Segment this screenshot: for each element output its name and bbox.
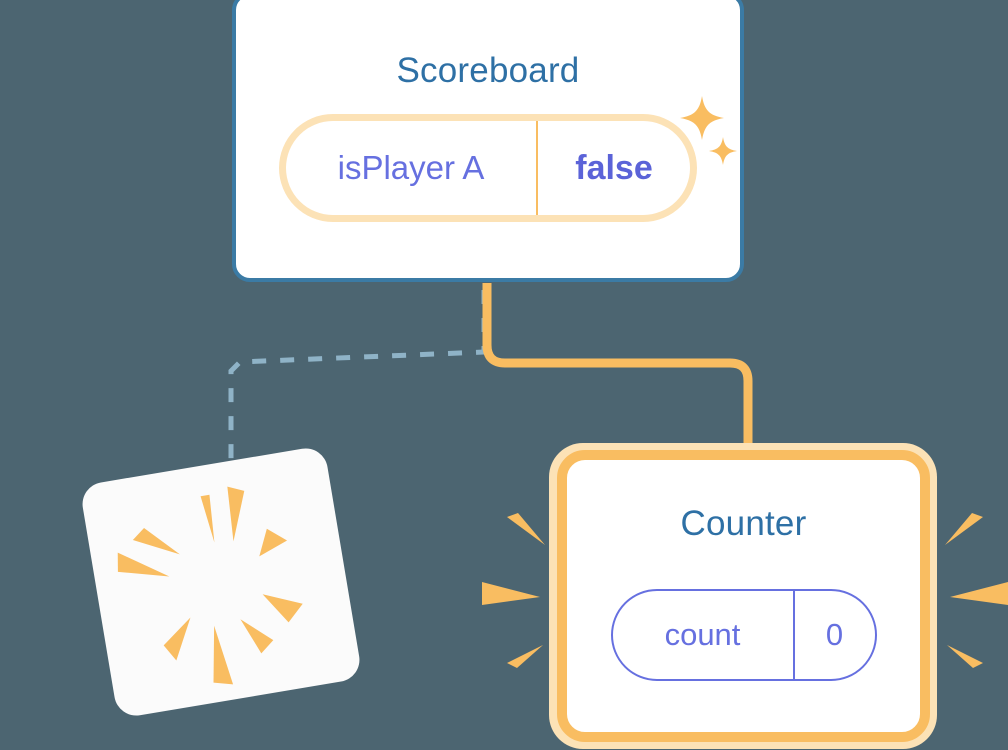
counter-burst-rays-right <box>945 513 1008 668</box>
burst-ray <box>950 582 1008 605</box>
sparkle-star-small-icon <box>709 137 737 165</box>
pill-divider <box>536 121 538 215</box>
burst-ray <box>507 513 545 545</box>
burst-ray <box>117 552 170 577</box>
counter-card[interactable]: Counter count 0 <box>557 450 930 742</box>
burst-card-rays <box>117 486 303 685</box>
burst-ray <box>947 645 983 668</box>
burst-ray <box>132 527 180 555</box>
scoreboard-pill-key: isPlayer A <box>337 149 485 186</box>
counter-burst-rays-left <box>482 513 545 668</box>
scoreboard-card[interactable]: Scoreboard isPlayer A false <box>232 0 744 282</box>
burst-ray <box>259 528 288 557</box>
burst-ray <box>163 617 191 661</box>
burst-ray <box>507 645 543 668</box>
burst-ray <box>213 625 234 685</box>
burst-ray <box>945 513 983 545</box>
connector-scoreboard-to-counter <box>482 283 753 455</box>
burst-card[interactable] <box>79 445 363 719</box>
scoreboard-pill-value: false <box>575 148 653 187</box>
burst-ray <box>262 594 303 623</box>
burst-ray <box>240 619 274 654</box>
counter-pill-key: count <box>664 617 741 652</box>
burst-ray <box>482 582 540 605</box>
pill-divider <box>792 591 795 679</box>
counter-pill-value: 0 <box>825 617 844 652</box>
scoreboard-state-pill[interactable]: isPlayer A false <box>286 121 690 215</box>
sparkle-star-large-icon <box>680 96 724 140</box>
scoreboard-pill-wrapper: isPlayer A false <box>279 114 697 222</box>
burst-ray <box>227 486 245 542</box>
connector-scoreboard-to-burst-card <box>228 290 487 470</box>
scoreboard-title: Scoreboard <box>396 51 580 90</box>
counter-title: Counter <box>680 504 807 543</box>
burst-ray <box>200 494 215 543</box>
counter-state-pill[interactable]: count 0 <box>610 589 877 681</box>
